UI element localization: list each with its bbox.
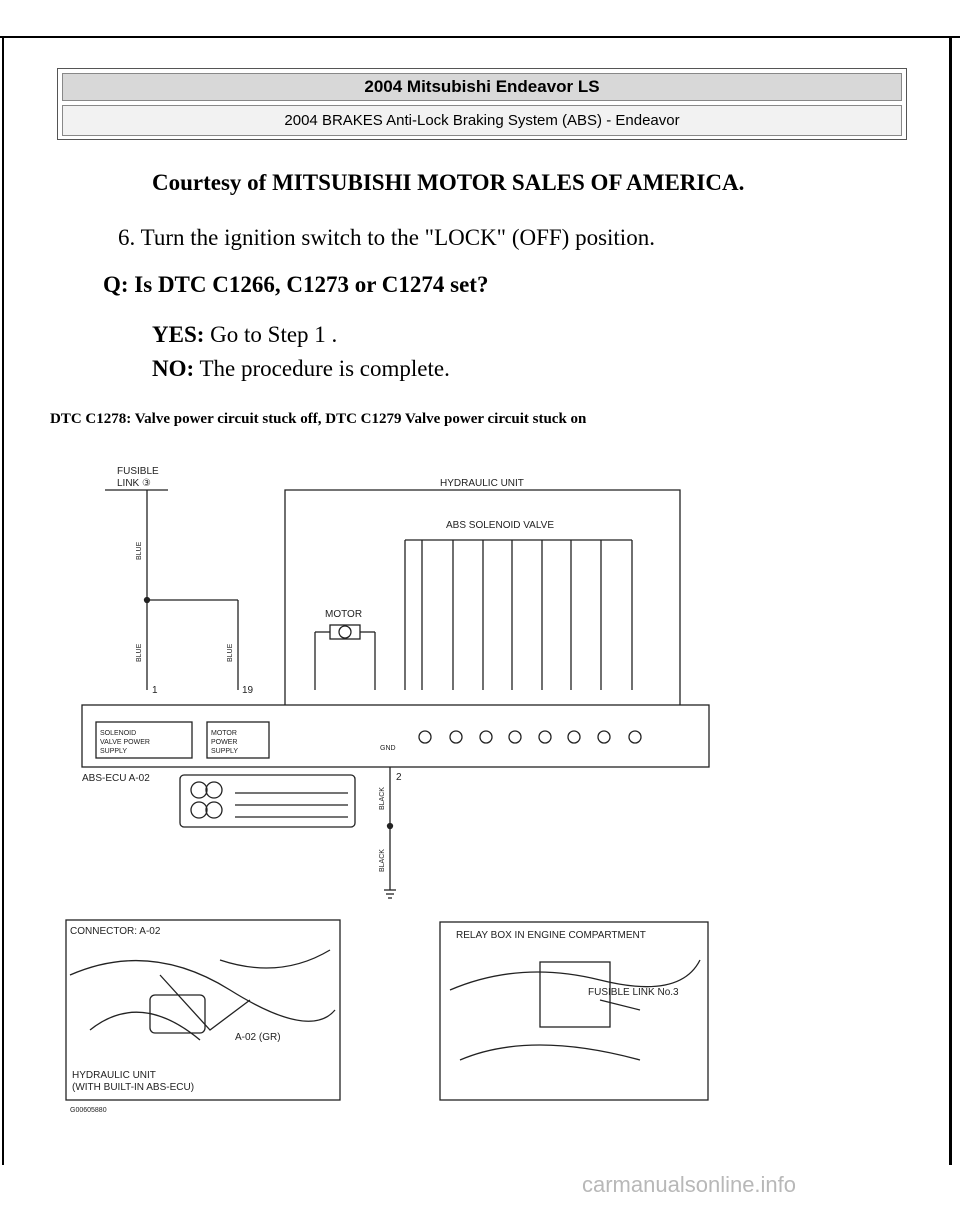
fusible-label-2: LINK ③ bbox=[117, 478, 151, 489]
motor-supply-2: POWER bbox=[211, 739, 237, 746]
wire-black-1: BLACK bbox=[379, 787, 386, 810]
section-subtitle: 2004 BRAKES Anti-Lock Braking System (AB… bbox=[62, 105, 902, 136]
answer-no: NO: The procedure is complete. bbox=[152, 356, 450, 382]
solenoid-supply-2: VALVE POWER bbox=[100, 739, 150, 746]
fusible-label-1: FUSIBLE bbox=[117, 466, 159, 477]
solenoid-supply-1: SOLENOID bbox=[100, 730, 136, 737]
fusible-link-no3-label: FUSIBLE LINK No.3 bbox=[588, 987, 679, 998]
abs-ecu-label: ABS-ECU A-02 bbox=[82, 773, 150, 784]
pin-2: 2 bbox=[396, 772, 402, 783]
yes-text: Go to Step 1 . bbox=[204, 322, 338, 347]
no-label: NO: bbox=[152, 356, 195, 381]
figure-code: G00605880 bbox=[70, 1107, 107, 1114]
page-frame-top bbox=[0, 36, 960, 38]
solenoid-valve-label: ABS SOLENOID VALVE bbox=[446, 520, 554, 531]
gnd-label: GND bbox=[380, 745, 396, 752]
wire-blue-1: BLUE bbox=[136, 541, 143, 560]
pin-1: 1 bbox=[152, 685, 158, 696]
page-frame-right bbox=[949, 38, 952, 1165]
step-6: 6. Turn the ignition switch to the "LOCK… bbox=[118, 225, 655, 250]
question-line: Q: Is DTC C1266, C1273 or C1274 set? bbox=[103, 272, 489, 297]
motor-supply-3: SUPPLY bbox=[211, 748, 238, 755]
document-header: 2004 Mitsubishi Endeavor LS 2004 BRAKES … bbox=[57, 68, 907, 140]
watermark: carmanualsonline.info bbox=[582, 1172, 797, 1197]
yes-label: YES: bbox=[152, 322, 205, 347]
answer-yes: YES: Go to Step 1 . bbox=[152, 322, 337, 348]
hydraulic-caption-1: HYDRAULIC UNIT bbox=[72, 1070, 156, 1081]
no-text: The procedure is complete. bbox=[194, 356, 450, 381]
courtesy-line: Courtesy of MITSUBISHI MOTOR SALES OF AM… bbox=[152, 170, 745, 195]
pin-19: 19 bbox=[242, 685, 254, 696]
connector-callout: A-02 (GR) bbox=[235, 1032, 281, 1043]
page-frame-left bbox=[2, 38, 4, 1165]
wire-black-2: BLACK bbox=[379, 849, 386, 872]
solenoid-supply-3: SUPPLY bbox=[100, 748, 127, 755]
connector-label: CONNECTOR: A-02 bbox=[70, 926, 161, 937]
hydraulic-unit-label: HYDRAULIC UNIT bbox=[440, 478, 524, 489]
relay-box-label: RELAY BOX IN ENGINE COMPARTMENT bbox=[456, 930, 646, 941]
dtc-heading: DTC C1278: Valve power circuit stuck off… bbox=[50, 411, 587, 427]
motor-supply-1: MOTOR bbox=[211, 730, 237, 737]
vehicle-title: 2004 Mitsubishi Endeavor LS bbox=[62, 73, 902, 101]
wire-blue-3: BLUE bbox=[227, 643, 234, 662]
hydraulic-caption-2: (WITH BUILT-IN ABS-ECU) bbox=[72, 1082, 194, 1093]
wire-blue-2: BLUE bbox=[136, 643, 143, 662]
motor-label: MOTOR bbox=[325, 609, 362, 620]
